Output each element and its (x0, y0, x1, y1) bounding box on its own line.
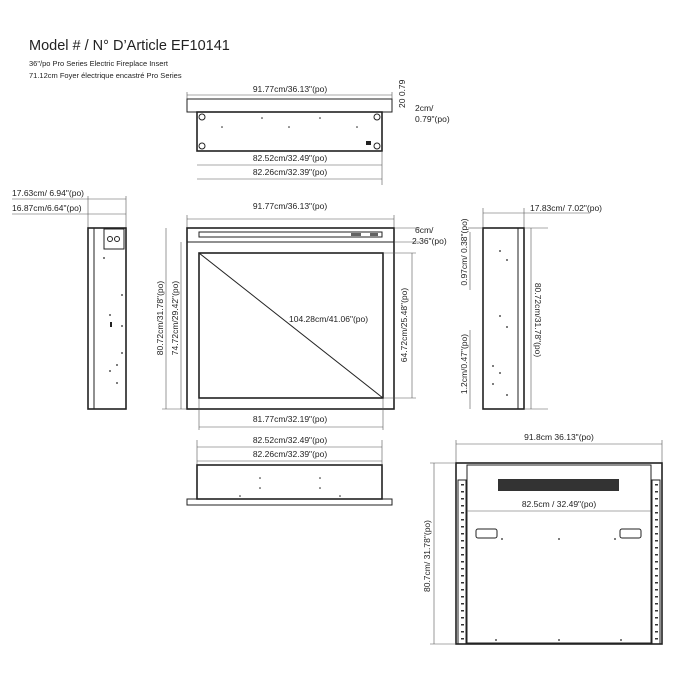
right-side-view: 17.83cm/ 7.02"(po) 0.97cm/ 0.38"(po) 1.2… (459, 203, 602, 410)
back-width-label: 91.8cm 36.13"(po) (524, 432, 594, 442)
vent-grille (498, 479, 619, 491)
perforation-slot (655, 554, 658, 556)
front-view: 91.77cm/36.13"(po) 104.28cm/41.06"(po) 6… (155, 201, 447, 430)
perforation-slot (461, 582, 464, 584)
perforation-slot (461, 603, 464, 605)
subtitle-french: 71.12cm Foyer électrique encastré Pro Se… (29, 71, 182, 80)
back-height-label: 80.7cm/ 31.78"(po) (422, 520, 432, 592)
perforation-slot (461, 498, 464, 500)
perforation-slot (655, 519, 658, 521)
perforation-slot (461, 638, 464, 640)
perforation-slot (461, 540, 464, 542)
left-side-view: 17.63cm/ 6.94"(po) 16.87cm/6.64"(po) (12, 188, 127, 410)
top-view-body-width-2-label: 82.26cm/32.39"(po) (253, 167, 328, 177)
perforation-slot (655, 575, 658, 577)
perforation-slot (655, 540, 658, 542)
perforation-slot (655, 533, 658, 535)
top-strip-label-in: 2.36"(po) (412, 236, 447, 246)
perforation-slot (655, 624, 658, 626)
perforation-slot (461, 484, 464, 486)
top-view: 91.77cm/36.13"(po) 20 0.79 2cm/ 0.79"(po… (186, 79, 450, 185)
diagonal-label: 104.28cm/41.06"(po) (289, 314, 368, 324)
viewing-height-label: 64.72cm/25.48"(po) (399, 288, 409, 363)
perforation-slot (655, 617, 658, 619)
top-view-width-label: 91.77cm/36.13"(po) (253, 84, 328, 94)
perforation-slot (655, 631, 658, 633)
front-width-label: 91.77cm/36.13"(po) (253, 201, 328, 211)
perforation-slot (461, 491, 464, 493)
right-depth-label: 17.83cm/ 7.02"(po) (530, 203, 602, 213)
right-height-label: 80.72cm/31.78"(po) (533, 283, 543, 358)
perforation-slot (461, 624, 464, 626)
back-inner-width-label: 82.5cm / 32.49"(po) (522, 499, 597, 509)
perforation-slot (461, 533, 464, 535)
perforation-slot (655, 491, 658, 493)
model-title: Model # / N° D’Article EF10141 (29, 38, 230, 54)
perforation-slot (461, 596, 464, 598)
perforation-slot (461, 561, 464, 563)
bottom-view: 82.52cm/32.49"(po) 82.26cm/32.39"(po) (186, 435, 393, 506)
perforation-slot (655, 638, 658, 640)
perforation-slot (461, 631, 464, 633)
perforation-slot (655, 603, 658, 605)
perforation-slot (655, 505, 658, 507)
bottom-width-2-label: 82.26cm/32.39"(po) (253, 449, 328, 459)
perforation-slot (461, 526, 464, 528)
back-view: 91.8cm 36.13"(po) 82.5cm / 32.49"(po) 80… (422, 432, 663, 645)
perforation-slot (655, 582, 658, 584)
front-height-total-label: 80.72cm/31.78"(po) (155, 281, 165, 356)
perforation-slot (461, 512, 464, 514)
left-depth-body-label: 16.87cm/6.64"(po) (12, 203, 82, 213)
perforation-slot (655, 589, 658, 591)
perforation-slot (655, 561, 658, 563)
perforation-slot (655, 547, 658, 549)
left-depth-total-label: 17.63cm/ 6.94"(po) (12, 188, 84, 198)
front-height-body-label: 74.72cm/29.42"(po) (170, 281, 180, 356)
perforation-slot (655, 512, 658, 514)
perforation-slot (461, 519, 464, 521)
perforation-slot (655, 568, 658, 570)
flange-small-label: 20 0.79 (397, 79, 407, 108)
perforation-slot (655, 610, 658, 612)
perforation-slot (461, 547, 464, 549)
perforation-slot (655, 498, 658, 500)
perforation-slot (461, 575, 464, 577)
perforation-slot (655, 484, 658, 486)
perforation-slot (461, 610, 464, 612)
top-view-body-width-label: 82.52cm/32.49"(po) (253, 153, 328, 163)
flange-label-in: 0.79"(po) (415, 114, 450, 124)
top-strip-label-cm: 6cm/ (415, 225, 434, 235)
perforation-slot (461, 554, 464, 556)
perforation-slot (655, 596, 658, 598)
perforation-slot (461, 589, 464, 591)
right-bottom-offset-label: 1.2cm/0.47"(po) (459, 334, 469, 394)
viewing-width-label: 81.77cm/32.19"(po) (253, 414, 328, 424)
right-top-offset-label: 0.97cm/ 0.38"(po) (459, 218, 469, 285)
bottom-width-1-label: 82.52cm/32.49"(po) (253, 435, 328, 445)
subtitle-english: 36"/po Pro Series Electric Fireplace Ins… (29, 59, 169, 68)
flange-label-cm: 2cm/ (415, 103, 434, 113)
perforation-slot (461, 617, 464, 619)
perforation-slot (461, 505, 464, 507)
perforation-slot (461, 568, 464, 570)
perforation-slot (655, 526, 658, 528)
